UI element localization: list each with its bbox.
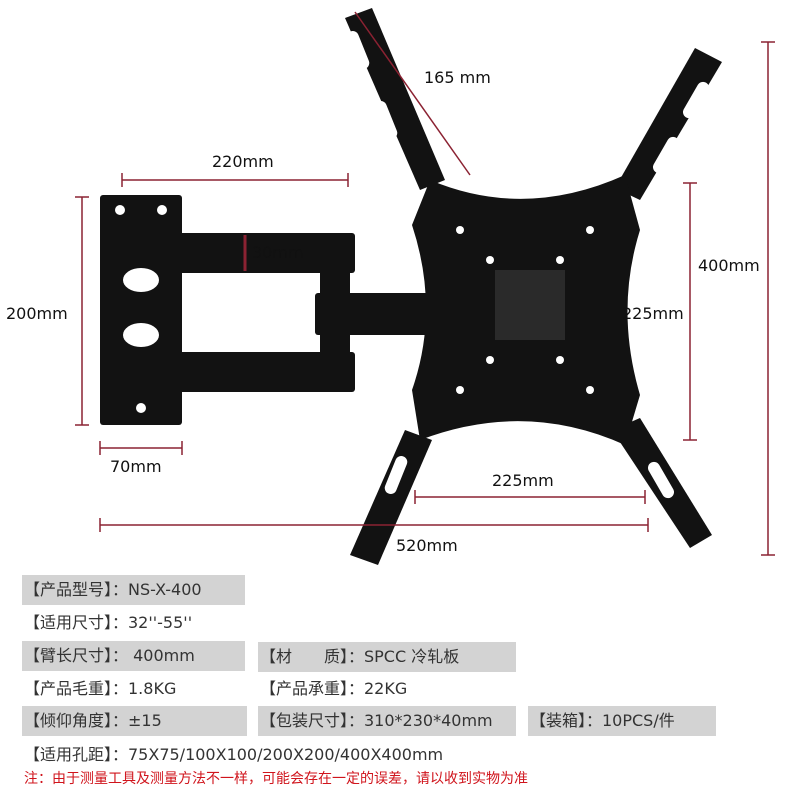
dim-arm-thickness: 30mm [252,243,304,262]
spec-size: 【适用尺寸】：32''-55'' [24,613,193,632]
dim-vesa-arm: 165 mm [424,68,491,87]
spec-tilt: 【倾仰角度】：±15 [22,706,247,736]
dim-wall-plate-height: 200mm [6,304,68,323]
spec-vesa: 【适用孔距】：75X75/100X100/200X200/400X400mm [24,745,444,764]
mount-holes [115,31,709,499]
dimension-lines [75,11,775,556]
spec-arm-length: 【臂长尺寸】： 400mm [22,641,245,671]
spec-carton: 【装箱】：10PCS/件 [528,706,716,736]
spec-load: 【产品承重】：22KG [260,679,408,698]
dim-center-horizontal: 225mm [492,471,554,490]
dim-wall-plate-width: 70mm [110,457,162,476]
spec-model: 【产品型号】：NS-X-400 [22,575,245,605]
spec-material: 【材 质】：SPCC 冷轧板 [258,642,516,672]
dim-total-width: 520mm [396,536,458,555]
dim-arm-width: 220mm [212,152,274,171]
tv-bracket [100,8,722,565]
dim-plate-height: 400mm [698,256,760,275]
measurement-note: 注：由于测量工具及测量方法不一样，可能会存在一定的误差，请以收到实物为准 [24,771,528,787]
spec-package: 【包装尺寸】：310*230*40mm [258,706,516,736]
dim-center-vertical: 225mm [622,304,684,323]
spec-gross-weight: 【产品毛重】：1.8KG [24,679,177,698]
